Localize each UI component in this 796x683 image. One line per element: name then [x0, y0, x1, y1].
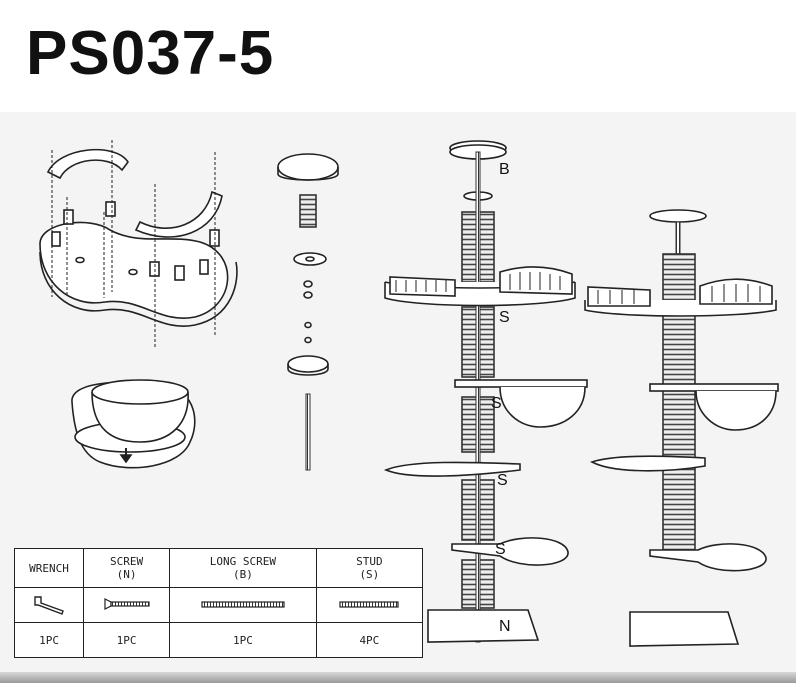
product-code-title: PS037-5 — [26, 19, 275, 88]
callout-s-1: S — [499, 309, 510, 326]
wrench-icon — [34, 595, 64, 615]
parts-cell-screw — [83, 587, 171, 623]
parts-header-stud: STUD(S) — [315, 548, 424, 588]
parts-qty-stud: 4PC — [315, 622, 424, 658]
callout-s-3: S — [497, 472, 508, 489]
stud-icon — [339, 600, 399, 608]
parts-qty-screw: 1PC — [83, 622, 171, 658]
bowl-drawing — [71, 379, 196, 469]
screw-icon — [103, 597, 150, 610]
callout-s-2: S — [491, 395, 502, 412]
parts-header-wrench: WRENCH — [13, 548, 85, 588]
parts-header-screw: SCREW(N) — [83, 548, 171, 588]
parts-cell-wrench — [13, 587, 85, 623]
parts-header-long-screw: LONG SCREW(B) — [169, 548, 317, 588]
callout-s-4: S — [495, 541, 506, 558]
exploded-platform-drawing — [39, 140, 238, 347]
callout-b: B — [499, 161, 510, 178]
assembly-tower-exploded — [383, 140, 588, 643]
callout-n: N — [499, 618, 511, 635]
parts-qty-wrench: 1PC — [13, 622, 85, 658]
assembly-tower-final — [584, 209, 779, 647]
parts-table: WRENCH SCREW(N) LONG SCREW(B) STUD(S) — [13, 548, 424, 658]
parts-cell-long-screw — [169, 587, 317, 623]
parts-cell-stud — [315, 587, 424, 623]
long-screw-icon — [201, 600, 285, 608]
assembly-diagram — [39, 140, 779, 647]
bottom-edge-strip — [0, 672, 796, 683]
parts-qty-long-screw: 1PC — [169, 622, 317, 658]
exploded-post-drawing — [277, 153, 339, 471]
